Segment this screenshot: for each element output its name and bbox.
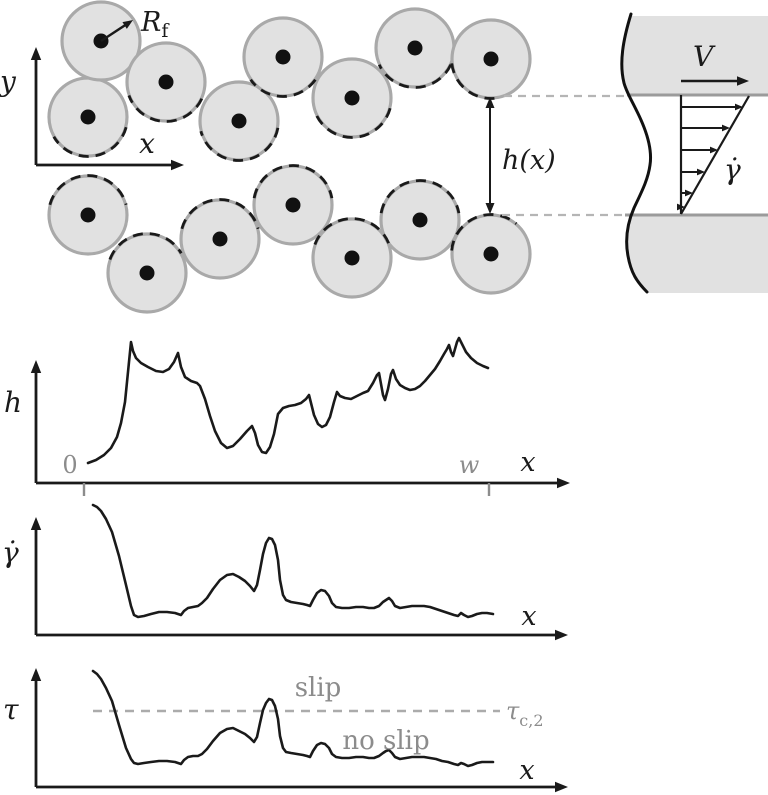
fiber-center-dot — [407, 40, 423, 56]
channel-boundary-dashed-arc — [180, 198, 260, 230]
no-slip-annotation: no slip — [342, 726, 429, 756]
fiber-center-dot — [344, 250, 360, 266]
plot-x-axis-head — [555, 629, 568, 641]
fiber-y-axis-label: y — [0, 65, 17, 98]
plot-shear-rate-y-label: γ̇ — [2, 536, 19, 569]
fiber-center-dot — [212, 231, 228, 247]
plot-x-axis-head — [557, 477, 570, 489]
fiber-center-dot — [412, 212, 428, 228]
sketch-curve — [91, 503, 495, 619]
wavy-material-edge — [620, 12, 653, 294]
radius-arrow-head — [122, 20, 133, 29]
plot-x-axis-head — [555, 781, 568, 793]
radius-label-base: R — [140, 7, 161, 38]
plot-h: h 0 w x — [4, 336, 570, 496]
velocity-profile-arrow-head — [722, 124, 730, 132]
fiber-center-dot — [158, 74, 174, 90]
shear-rate-label: γ̇ — [724, 153, 741, 186]
fiber-panel: y x Rf h(x) — [0, 0, 627, 314]
gap-height-arrow-head — [485, 97, 495, 108]
plot-y-axis-head — [30, 517, 42, 530]
plot-stress-y-label: τ — [3, 693, 19, 726]
fiber-center-dot — [483, 246, 499, 262]
fiber-center-dot — [231, 113, 247, 129]
plot-shear-rate-shapes — [30, 503, 568, 641]
fiber-center-dot — [139, 265, 155, 281]
velocity-label: V — [693, 40, 716, 73]
fiber-circles — [47, 0, 532, 314]
channel-boundary-dashed-arc — [108, 232, 183, 260]
critical-stress-base: τ — [506, 697, 520, 725]
critical-stress-subscript: c,2 — [519, 711, 543, 730]
fiber-center-dot — [80, 109, 96, 125]
fiber-center-dot — [80, 207, 96, 223]
velocity-profile-arrow-head — [710, 146, 718, 154]
bottom-plate-region — [627, 215, 768, 293]
velocity-profile-arrow-head — [697, 168, 705, 176]
plot-y-axis-head — [30, 360, 42, 373]
plot-stress: τ slip no slip τc,2 x — [3, 668, 568, 793]
sketch-curve — [86, 336, 490, 465]
plot-h-y-label: h — [4, 386, 22, 419]
channel-boundary-dashed-arc — [450, 62, 495, 100]
fiber-center-dot — [483, 51, 499, 67]
gap-height-arrow-head — [485, 203, 495, 214]
fiber-axes — [30, 47, 184, 171]
plot-h-origin-tick-label: 0 — [62, 451, 77, 479]
channel-boundary-dashed-arc — [450, 213, 518, 251]
velocity-profile-arrow-head — [677, 203, 685, 211]
critical-stress-label: τc,2 — [506, 697, 544, 730]
top-plate-region — [621, 16, 768, 95]
plot-h-x-label: x — [520, 447, 535, 478]
plot-y-axis-head — [30, 668, 42, 681]
channel-boundary-dashed-arc — [377, 64, 453, 89]
slip-annotation: slip — [295, 673, 342, 703]
plot-stress-shapes — [30, 668, 568, 793]
sketch-curve — [91, 669, 495, 768]
gap-height-label: h(x) — [502, 145, 556, 176]
velocity-profile-arrow-head — [685, 189, 693, 197]
fiber-center-dot — [275, 49, 291, 65]
channel-boundary-dashed-arc — [252, 164, 334, 199]
plot-shear-rate: γ̇ x — [2, 503, 568, 641]
gap-annotation — [100, 20, 627, 217]
plot-stress-x-label: x — [519, 755, 534, 786]
flow-shapes — [620, 12, 768, 294]
fiber-y-axis-head — [30, 47, 42, 60]
plot-shear-rate-x-label: x — [521, 601, 536, 632]
channel-boundary-dashed-arc — [313, 107, 392, 139]
plate-velocity-arrow-head — [737, 76, 749, 86]
fiber-center-dot — [285, 197, 301, 213]
flow-panel: V γ̇ — [620, 12, 768, 294]
fiber-center-dot — [344, 90, 360, 106]
plot-h-width-tick-label: w — [459, 451, 480, 479]
fiber-dashed-boundary — [48, 62, 518, 260]
radius-label-subscript: f — [161, 20, 170, 42]
velocity-profile-arrow-head — [735, 103, 743, 111]
fiber-radius-label: Rf — [140, 7, 170, 42]
fiber-x-axis-head — [171, 159, 184, 171]
radius-arrow — [100, 22, 129, 43]
plot-h-shapes — [30, 336, 570, 496]
channel-boundary-dashed-arc — [249, 78, 317, 98]
profile-envelope — [680, 95, 750, 215]
channel-boundary-dashed-arc — [379, 179, 461, 214]
fiber-x-axis-label: x — [139, 127, 155, 160]
channel-boundary-dashed-arc — [199, 127, 280, 162]
channel-boundary-dashed-arc — [48, 174, 128, 206]
